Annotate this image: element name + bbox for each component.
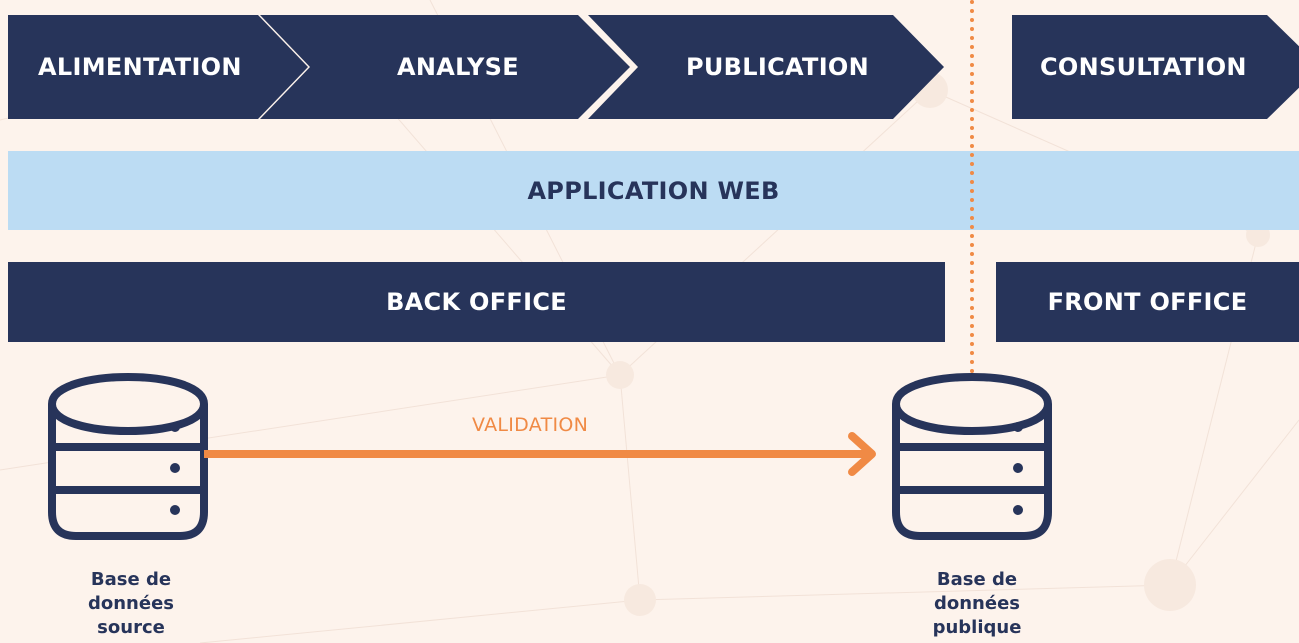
validation-label: VALIDATION bbox=[472, 414, 589, 436]
database-source-label: Base de données source bbox=[31, 568, 231, 640]
label-line: Base de bbox=[90, 569, 172, 590]
front-office-band: FRONT OFFICE bbox=[996, 262, 1299, 342]
database-publique-icon bbox=[892, 373, 1052, 540]
step-label: ANALYSE bbox=[397, 53, 519, 81]
validation-arrow bbox=[204, 432, 876, 476]
label-line: données bbox=[933, 593, 1020, 614]
step-analyse: ANALYSE bbox=[260, 15, 630, 119]
back-office-band: BACK OFFICE bbox=[8, 262, 945, 342]
label-line: données bbox=[87, 593, 174, 614]
step-alimentation: ALIMENTATION bbox=[8, 15, 308, 119]
database-source-icon bbox=[48, 373, 208, 540]
step-label: PUBLICATION bbox=[686, 53, 870, 81]
step-label: CONSULTATION bbox=[1040, 53, 1247, 81]
label-line: source bbox=[97, 617, 165, 638]
label-line: publique bbox=[932, 617, 1022, 638]
step-label: ALIMENTATION bbox=[38, 53, 242, 81]
application-web-band: APPLICATION WEB bbox=[8, 151, 1299, 230]
step-consultation: CONSULTATION bbox=[1012, 15, 1299, 119]
step-publication: PUBLICATION bbox=[588, 15, 944, 119]
band-label: FRONT OFFICE bbox=[1047, 288, 1248, 316]
band-label: BACK OFFICE bbox=[386, 288, 567, 316]
label-line: Base de bbox=[936, 569, 1018, 590]
band-label: APPLICATION WEB bbox=[527, 176, 780, 205]
database-publique-label: Base de données publique bbox=[877, 568, 1077, 640]
